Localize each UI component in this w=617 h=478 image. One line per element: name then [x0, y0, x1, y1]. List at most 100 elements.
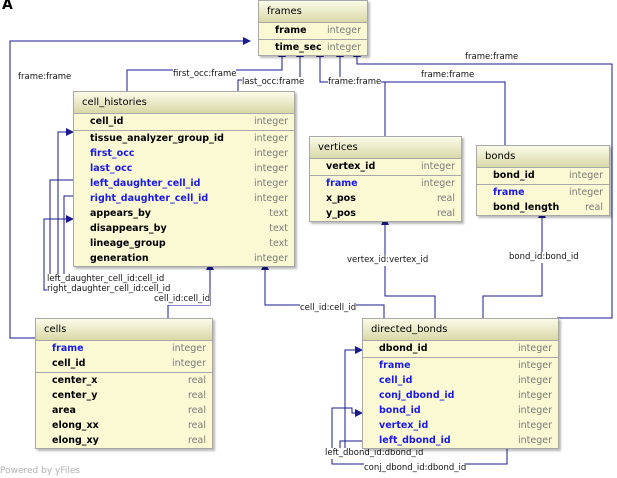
column-type: integer [253, 163, 288, 174]
relation-label: frame:frame [465, 52, 519, 63]
table-row[interactable]: y_pos real [310, 206, 461, 221]
wire-conj-dbond [331, 407, 508, 465]
table-title: frames [259, 1, 367, 23]
column-name: cell_id [90, 116, 124, 127]
table-row[interactable]: bond_id integer [363, 403, 558, 418]
column-type: text [269, 208, 288, 219]
column-name: bond_id [379, 405, 421, 416]
column-name: center_y [52, 390, 98, 401]
column-type: integer [568, 187, 603, 198]
column-type: integer [420, 161, 455, 172]
wire-vertices-frame [316, 49, 386, 136]
table-row[interactable]: right_daughter_cell_id integer [74, 191, 294, 206]
table-row[interactable]: frame integer [363, 357, 558, 373]
table-row[interactable]: first_occ integer [74, 146, 294, 161]
column-name: lineage_group [90, 238, 166, 249]
relation-label: right_daughter_cell_id:cell_id [47, 284, 171, 295]
relation-label: frame:frame [328, 77, 382, 88]
table-row[interactable]: x_pos real [310, 191, 461, 206]
column-type: integer [253, 148, 288, 159]
column-type: real [436, 208, 455, 219]
column-name: frame [275, 25, 307, 36]
relation-label: left_daughter_cell_id:cell_id [47, 274, 165, 285]
column-name: y_pos [326, 208, 356, 219]
column-type: real [187, 420, 206, 431]
column-type: integer [171, 358, 206, 369]
column-name: first_occ [90, 148, 135, 159]
column-type: integer [253, 193, 288, 204]
column-name: vertex_id [379, 420, 429, 431]
column-type: integer [171, 343, 206, 354]
column-type: real [187, 405, 206, 416]
column-type: integer [253, 133, 288, 144]
column-name: frame [379, 360, 411, 371]
column-type: integer [517, 405, 552, 416]
table-row[interactable]: cell_id integer [36, 356, 212, 371]
column-name: bond_id [493, 170, 535, 181]
column-type: integer [253, 253, 288, 264]
column-type: integer [568, 170, 603, 181]
column-type: integer [517, 390, 552, 401]
relation-label: frame:frame [18, 72, 72, 83]
wire-bonds-frame [336, 49, 506, 145]
column-name: left_daughter_cell_id [90, 178, 201, 189]
panel-label: A [2, 0, 13, 13]
table-title: bonds [477, 146, 609, 168]
column-name: cell_id [379, 375, 413, 386]
column-name: disappears_by [90, 223, 167, 234]
column-type: integer [517, 360, 552, 371]
table-title: cells [36, 319, 212, 341]
column-name: last_occ [90, 163, 133, 174]
column-name: right_daughter_cell_id [90, 193, 209, 204]
column-type: real [187, 375, 206, 386]
column-name: time_sec [275, 42, 322, 53]
table-row[interactable]: center_y real [36, 388, 212, 403]
table-row[interactable]: bond_id integer [477, 168, 609, 183]
table-row[interactable]: frame integer [477, 184, 609, 200]
column-type: real [187, 390, 206, 401]
relation-label: left_dbond_id:dbond_id [325, 448, 424, 459]
wire-cells-frame [9, 37, 251, 339]
wire-vertex-id [381, 217, 436, 318]
relation-label: conj_dbond_id:dbond_id [364, 463, 467, 474]
column-name: frame [493, 187, 525, 198]
column-name: cell_id [52, 358, 86, 369]
table-row[interactable]: elong_xy real [36, 433, 212, 448]
column-name: elong_xy [52, 435, 99, 446]
footer-credit: Powered by yFiles [0, 466, 81, 476]
table-row[interactable]: last_occ integer [74, 161, 294, 176]
column-type: integer [517, 343, 552, 354]
table-row[interactable]: left_daughter_cell_id integer [74, 176, 294, 191]
column-type: integer [253, 116, 288, 127]
column-type: real [436, 193, 455, 204]
column-type: real [187, 435, 206, 446]
table-row[interactable]: cell_id integer [74, 114, 294, 129]
column-name: x_pos [326, 193, 356, 204]
column-type: integer [253, 178, 288, 189]
